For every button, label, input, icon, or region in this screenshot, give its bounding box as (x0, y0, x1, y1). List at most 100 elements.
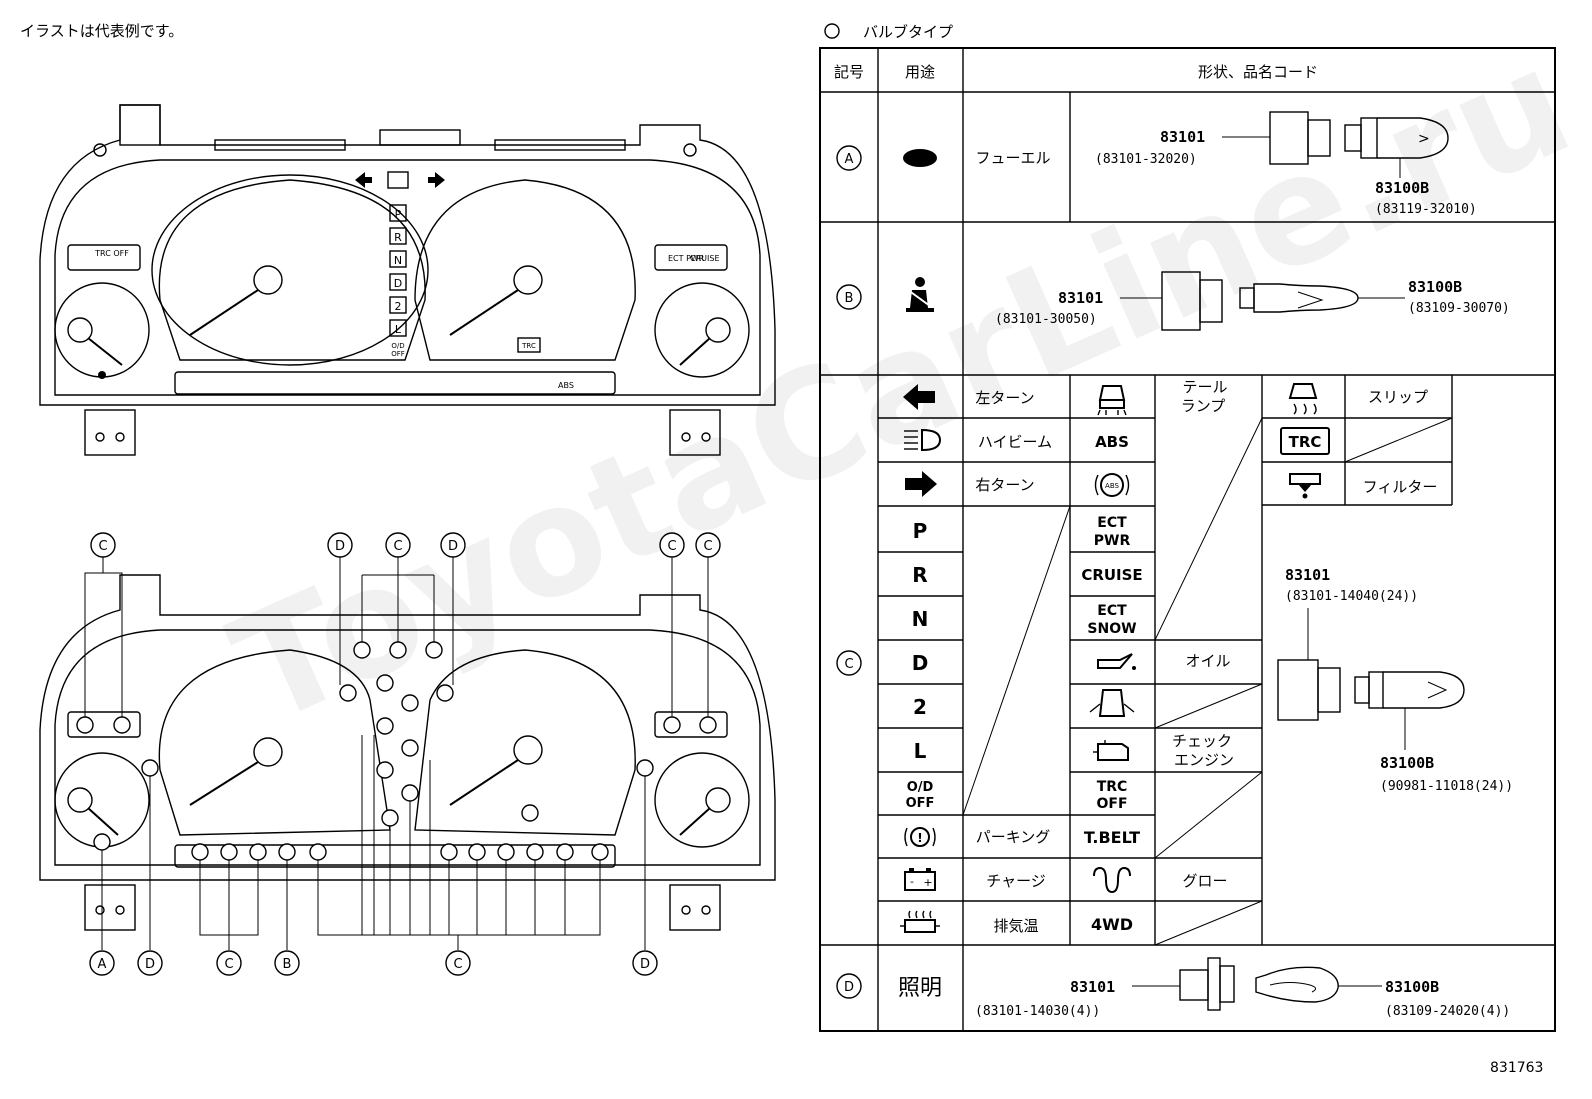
svg-text:2: 2 (913, 695, 927, 719)
svg-text:ABS: ABS (1095, 433, 1129, 451)
svg-text:チェック: チェック (1172, 732, 1232, 750)
parking-brake-icon: ! (904, 827, 936, 847)
svg-text:OFF: OFF (391, 350, 405, 358)
battery-icon: -+ (904, 868, 936, 891)
svg-text:(83101-14030(4)): (83101-14030(4)) (975, 1004, 1100, 1019)
cruise-indicator: CRUISE (690, 254, 720, 263)
svg-text:ECT: ECT (1097, 515, 1127, 531)
check-engine-icon (1093, 740, 1129, 761)
svg-text:4WD: 4WD (1091, 915, 1133, 934)
svg-text:(90981-11018(24)): (90981-11018(24)) (1380, 779, 1513, 794)
svg-text:(83101-32020): (83101-32020) (1095, 152, 1197, 167)
svg-text:D: D (448, 539, 458, 554)
svg-text:83101: 83101 (1285, 566, 1330, 584)
svg-text:TRC: TRC (1097, 779, 1128, 795)
header-use: 用途 (905, 63, 935, 81)
svg-text:(83119-32010): (83119-32010) (1375, 202, 1477, 217)
svg-text:エンジン: エンジン (1174, 751, 1234, 769)
svg-text:SNOW: SNOW (1087, 621, 1136, 637)
svg-text:D: D (394, 277, 402, 290)
trc-off-indicator: TRC OFF (94, 249, 129, 258)
slip-indicator-icon (1288, 383, 1318, 415)
svg-text:グロー: グロー (1182, 872, 1227, 890)
svg-text:チャージ: チャージ (986, 872, 1046, 890)
row-d: D 照明 83101 (83101-14030(4)) 83100B (8310… (836, 957, 1510, 1019)
svg-text:D: D (844, 980, 854, 995)
svg-text:右ターン: 右ターン (975, 476, 1034, 494)
cluster-illustration-bottom: C D C D C C A D C B C D (39, 532, 776, 976)
svg-text:P: P (913, 519, 928, 543)
svg-text:A: A (845, 152, 854, 167)
svg-text:>: > (1418, 131, 1430, 147)
row-b: B 83101 (83101-30050) 83100B (83109-3007… (836, 271, 1510, 331)
svg-text:PWR: PWR (1094, 533, 1131, 549)
svg-text:C: C (393, 539, 402, 554)
svg-text:83100B: 83100B (1385, 978, 1439, 996)
abs-indicator: ABS (558, 381, 574, 390)
svg-text:83100B: 83100B (1380, 754, 1434, 772)
svg-text:パーキング: パーキング (976, 828, 1051, 846)
fuel-label: フューエル (975, 149, 1050, 167)
row-c: C (836, 375, 1513, 946)
svg-text:R: R (394, 231, 402, 244)
high-beam-icon (904, 428, 942, 452)
svg-text:83101: 83101 (1160, 128, 1205, 146)
abs-warning-icon: ABS (1094, 473, 1130, 497)
svg-text:CRUISE: CRUISE (1081, 566, 1142, 584)
svg-text:ECT: ECT (1097, 603, 1127, 619)
svg-text:T.BELT: T.BELT (1084, 828, 1140, 847)
glow-plug-icon (1093, 866, 1131, 894)
svg-text:ABS: ABS (1105, 482, 1119, 490)
svg-text:D: D (335, 539, 345, 554)
svg-text:オイル: オイル (1185, 652, 1230, 670)
svg-text:(83101-14040(24)): (83101-14040(24)) (1285, 589, 1418, 604)
tail-lamp-icon (1097, 385, 1127, 416)
svg-text:C: C (844, 657, 853, 672)
svg-text:排気温: 排気温 (993, 917, 1038, 935)
svg-text:B: B (283, 957, 292, 972)
svg-text:C: C (98, 539, 107, 554)
svg-text:+: + (923, 876, 932, 889)
bulb-type-table: バルブタイプ 記号 用途 形状、品名コード A フューエル 83101 (831… (819, 23, 1556, 1032)
svg-text:OFF: OFF (906, 796, 935, 811)
svg-text:83100B: 83100B (1408, 278, 1462, 296)
svg-text:83101: 83101 (1058, 289, 1103, 307)
svg-text:左ターン: 左ターン (975, 389, 1034, 407)
svg-text:2: 2 (395, 300, 402, 313)
svg-text:(83109-30070): (83109-30070) (1408, 301, 1510, 316)
fuel-filter-icon (1289, 473, 1321, 499)
header-symbol: 記号 (834, 63, 864, 81)
trc-small-indicator: TRC (521, 342, 536, 350)
svg-text:ランプ: ランプ (1181, 397, 1226, 415)
svg-text:83101: 83101 (1070, 978, 1115, 996)
callouts-top: C D C D C C (90, 532, 721, 558)
left-turn-icon (903, 384, 935, 410)
row-a: A フューエル 83101 (83101-32020) > 83100B (83… (836, 111, 1477, 217)
illumination-label: 照明 (898, 976, 942, 1001)
svg-text:O/D: O/D (391, 342, 404, 350)
svg-text:フィルター: フィルター (1363, 478, 1438, 496)
ect-pwr-indicator: ECT PWR (668, 254, 705, 263)
oil-pressure-icon (1097, 653, 1136, 670)
svg-text:C: C (703, 539, 712, 554)
svg-text:D: D (640, 957, 650, 972)
table-title: バルブタイプ (863, 23, 953, 41)
svg-text:C: C (667, 539, 676, 554)
svg-text:O/D: O/D (907, 780, 934, 795)
svg-text:D: D (912, 651, 929, 675)
svg-text:P: P (395, 208, 402, 221)
svg-text:テール: テール (1182, 378, 1227, 396)
svg-text:TRC: TRC (1289, 433, 1322, 451)
door-open-icon (1089, 689, 1135, 717)
svg-text:OFF: OFF (1096, 796, 1127, 812)
svg-text:-: - (910, 875, 914, 888)
seatbelt-icon (906, 277, 934, 312)
svg-text:B: B (845, 291, 854, 306)
fuel-bulb-icon (903, 149, 937, 167)
svg-text:L: L (395, 323, 402, 336)
svg-text:!: ! (917, 831, 922, 845)
cluster-illustration-top: TRC OFF ECT PWR CRUISE ABS P R N D 2 L O… (39, 104, 776, 456)
header-shape-code: 形状、品名コード (1198, 63, 1318, 81)
svg-text:83100B: 83100B (1375, 179, 1429, 197)
